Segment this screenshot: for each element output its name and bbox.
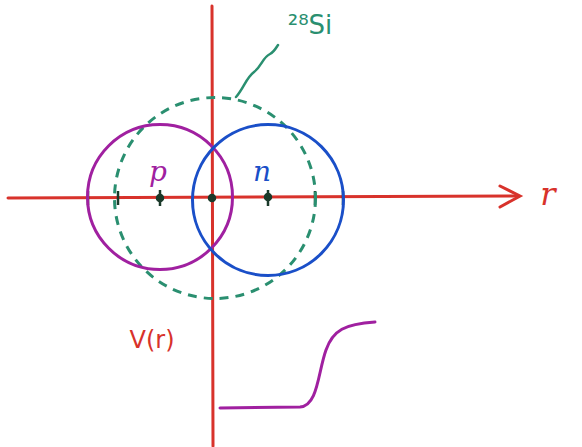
node-label: n	[253, 158, 271, 186]
function-label: V(r)	[129, 328, 174, 352]
horizontal-axis	[8, 196, 518, 198]
leader-line	[236, 45, 278, 97]
node-label: ²⁸Si	[288, 12, 333, 38]
vertical-axis	[212, 6, 213, 446]
neutron-circle: n	[191, 123, 345, 277]
axis-ticks	[88, 190, 343, 206]
circle-outline	[191, 123, 345, 277]
potential-curve	[220, 322, 375, 408]
circle-outline	[193, 125, 344, 276]
axis-arrowhead	[500, 186, 520, 207]
axis-label: r	[540, 178, 555, 210]
node-label: p	[149, 158, 167, 186]
